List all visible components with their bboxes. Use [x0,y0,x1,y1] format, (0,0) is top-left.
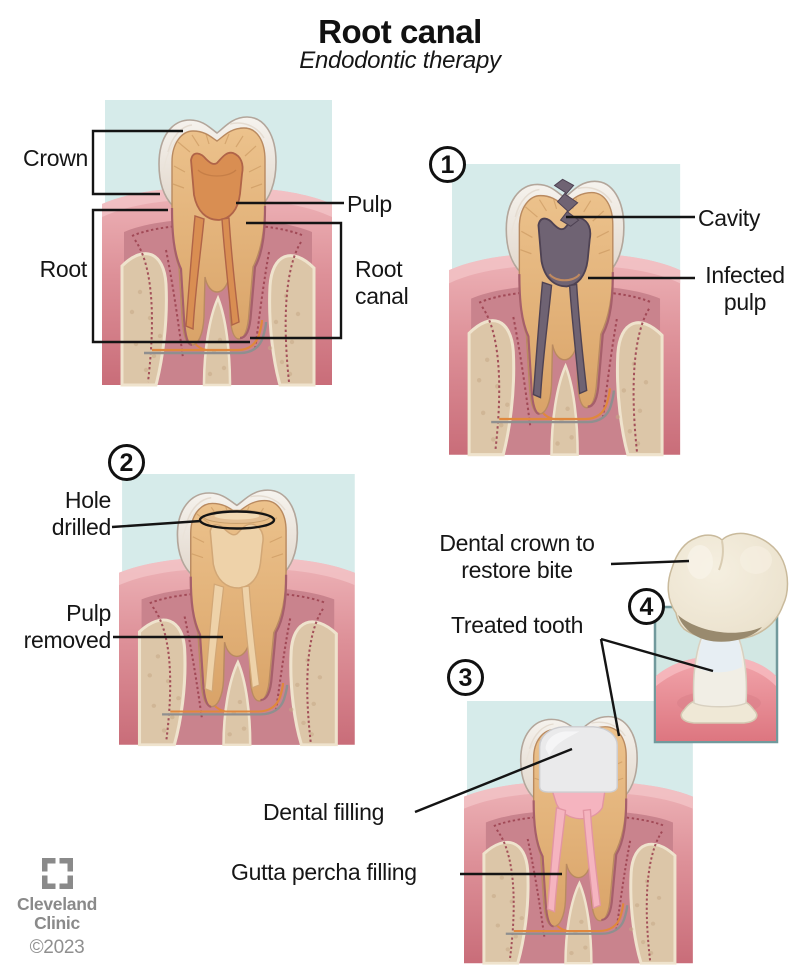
cleveland-clinic-mark-icon [41,858,73,889]
brand-line-1: Cleveland [17,894,97,914]
brand-line-2: Clinic [34,913,80,933]
dental-filling-label: Dental filling [263,799,385,825]
step-4-badge: 4 [628,588,665,625]
step-1-badge: 1 [429,146,466,183]
dental-crown-label: Dental crown to restore bite [439,530,595,583]
step-2-badge: 2 [108,444,145,481]
crown-label: Crown [23,145,88,171]
cleveland-clinic-logo: Cleveland Clinic ©2023 [10,858,104,959]
infected-pulp-label: Infected pulp [705,262,785,315]
treated-tooth-label: Treated tooth [451,612,584,638]
root-canal-label: Root canal [355,256,409,309]
pulp-label: Pulp [347,191,392,217]
hole-drilled-label: Hole drilled [51,487,112,540]
page-subtitle: Endodontic therapy [299,47,501,74]
cavity-label: Cavity [698,205,761,231]
copyright-text: ©2023 [29,937,85,958]
pulp-removed-label: Pulp removed [23,600,112,653]
root-label: Root [39,256,88,282]
page-title: Root canal [318,13,482,50]
step-3-badge: 3 [447,659,484,696]
gutta-percha-label: Gutta percha filling [231,859,417,885]
